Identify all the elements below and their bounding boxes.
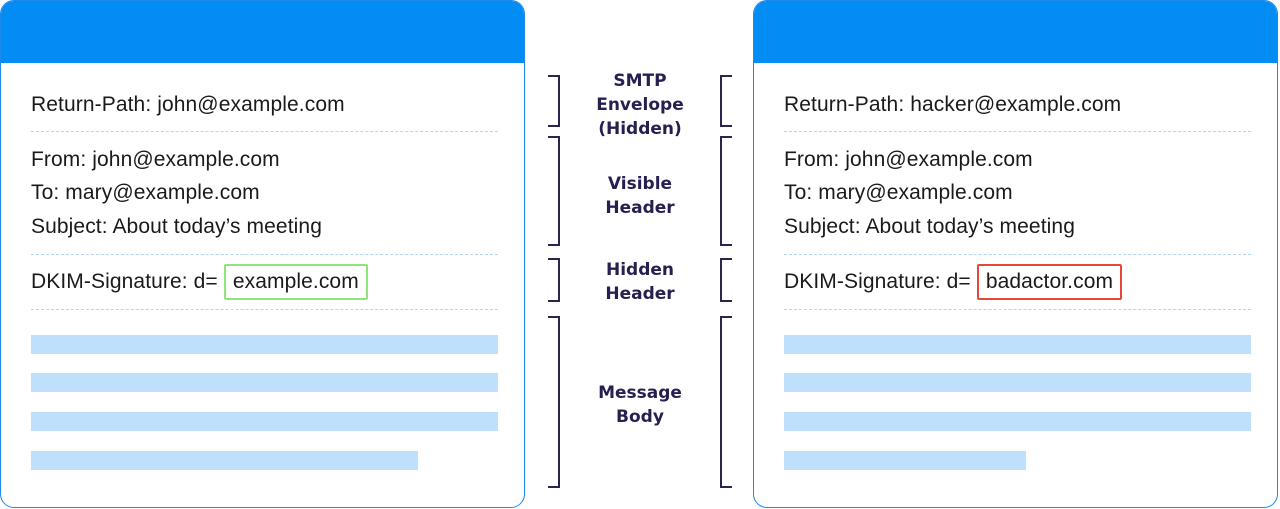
legit-dkim-domain: example.com: [223, 264, 368, 300]
legit-divider-3: [31, 309, 498, 310]
visible-header-label-line: Visible: [607, 174, 673, 194]
visible-header-label-line: Header: [605, 198, 675, 218]
spoofed-divider-2: [784, 254, 1251, 255]
spoofed-to: To: mary@example.com: [784, 181, 1013, 204]
hidden-header-label-line: Header: [605, 284, 675, 304]
legit-divider-1: [31, 131, 498, 132]
spoofed-dkim-domain: badactor.com: [976, 264, 1123, 300]
legit-email-card: Return-Path: john@example.com From: john…: [0, 0, 525, 508]
legit-body-line: [31, 451, 418, 470]
legit-from: From: john@example.com: [31, 148, 280, 171]
spoofed-body-line: [784, 412, 1251, 431]
legit-body-line: [31, 335, 498, 354]
spoofed-divider-3: [784, 309, 1251, 310]
legit-card-header: [1, 1, 524, 63]
legit-body-line: [31, 412, 498, 431]
smtp-envelope-label-line: Envelope: [596, 95, 684, 115]
spoofed-return-path: Return-Path: hacker@example.com: [784, 93, 1122, 116]
message-body-bracket-right: [720, 316, 732, 488]
spoofed-body-line: [784, 373, 1251, 392]
message-body-label-line: Body: [616, 407, 664, 427]
legit-body-line: [31, 373, 498, 392]
visible-header-bracket-left: [548, 136, 560, 246]
hidden-header-bracket-right: [720, 258, 732, 302]
legit-divider-2: [31, 254, 498, 255]
smtp-envelope-bracket-right: [720, 75, 732, 127]
legit-return-path: Return-Path: john@example.com: [31, 93, 345, 116]
smtp-envelope-label-line: SMTP: [613, 71, 667, 91]
legit-to: To: mary@example.com: [31, 181, 260, 204]
legit-dkim-signature: DKIM-Signature: d= example.com: [31, 264, 368, 300]
smtp-envelope-label-line: (Hidden): [598, 119, 682, 139]
smtp-envelope-label: SMTP Envelope (Hidden): [575, 69, 705, 141]
spoofed-body-line: [784, 335, 1251, 354]
visible-header-bracket-right: [720, 136, 732, 246]
spoofed-dkim-signature: DKIM-Signature: d= badactor.com: [784, 264, 1123, 300]
spoofed-dkim-prefix: DKIM-Signature: d=: [784, 270, 971, 293]
spoofed-subject: Subject: About today’s meeting: [784, 215, 1075, 238]
message-body-label-line: Message: [598, 383, 682, 403]
smtp-envelope-bracket-left: [548, 75, 560, 127]
legit-subject: Subject: About today’s meeting: [31, 215, 322, 238]
legit-dkim-prefix: DKIM-Signature: d=: [31, 270, 218, 293]
visible-header-label: Visible Header: [575, 172, 705, 220]
spoofed-card-header: [754, 1, 1277, 63]
spoofed-from: From: john@example.com: [784, 148, 1033, 171]
message-body-label: Message Body: [575, 381, 705, 429]
hidden-header-label: Hidden Header: [575, 258, 705, 306]
hidden-header-bracket-left: [548, 258, 560, 302]
spoofed-email-card: Return-Path: hacker@example.com From: jo…: [753, 0, 1278, 508]
message-body-bracket-left: [548, 316, 560, 488]
spoofed-divider-1: [784, 131, 1251, 132]
spoofed-body-line: [784, 451, 1026, 470]
hidden-header-label-line: Hidden: [605, 260, 675, 280]
